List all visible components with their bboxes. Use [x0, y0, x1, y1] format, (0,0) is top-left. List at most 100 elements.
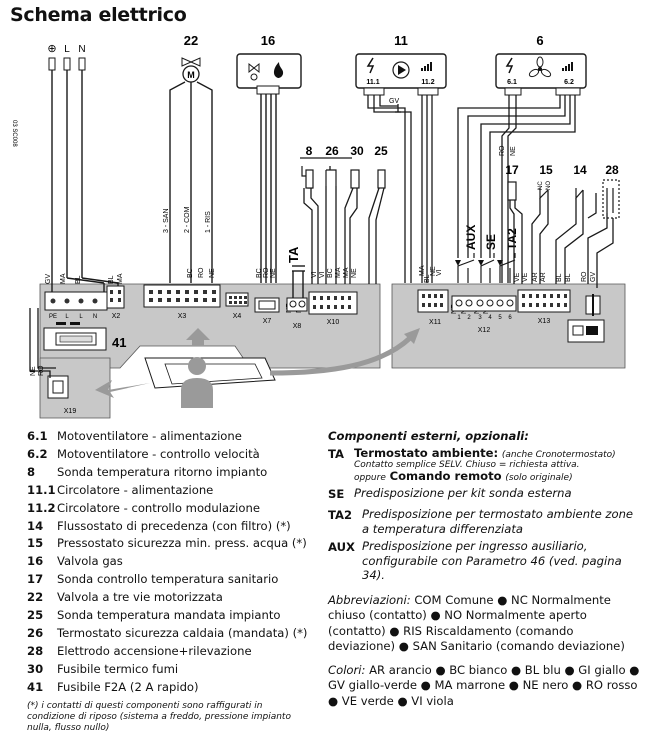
- legend-label: Sonda temperatura ritorno impianto: [57, 464, 268, 479]
- label-x11: X11: [429, 319, 441, 326]
- pump-gv-label: GV: [389, 98, 399, 105]
- x13-bl2: BL: [565, 273, 572, 282]
- sensor-25-number: 25: [374, 144, 388, 158]
- x12-t4: 4: [488, 315, 492, 321]
- external-item: TA2 Predisposizione per termostato ambien…: [328, 507, 640, 536]
- legend-label: Sonda temperatura mandata impianto: [57, 608, 281, 623]
- sensor-17-number: 17: [505, 163, 519, 177]
- fan-speed-label: 6.2: [564, 79, 574, 86]
- abbr-text: COM Comune ● NC Normalmente chiuso (cont…: [328, 592, 625, 654]
- legend-code: 17: [27, 572, 44, 587]
- legend-label: Valvola gas: [57, 554, 123, 569]
- connector-x13: [517, 289, 571, 313]
- x13-bl1: BL: [556, 273, 563, 282]
- x1-l1: L: [65, 314, 69, 320]
- legend-code: 15: [27, 536, 44, 551]
- x12-t2: 2: [467, 315, 471, 321]
- label-x7: X7: [263, 318, 272, 325]
- pe-symbol: ⊕: [47, 43, 56, 55]
- legend-code: 41: [27, 679, 44, 694]
- ta-note3: oppure: [354, 473, 386, 484]
- x13-ve2: VE: [522, 272, 529, 282]
- legend-label: Motoventilatore - alimentazione: [57, 429, 242, 443]
- x10-ma1: MA: [335, 267, 342, 278]
- legend-label: Flussostato di precedenza (con filtro) (…: [57, 518, 291, 533]
- external-title: Componenti esterni, opzionali:: [328, 429, 529, 443]
- legend-code: 14: [27, 518, 44, 533]
- aux-label: AUX: [464, 225, 478, 250]
- ta-note1: (anche Cronotermostato): [501, 449, 616, 460]
- sensor-28-number: 28: [605, 163, 619, 177]
- legend-item: 25 Sonda temperatura mandata impianto: [27, 607, 327, 625]
- x7-ro: RO: [263, 267, 270, 278]
- valve-22-number: 22: [184, 33, 198, 48]
- x12-t6: 6: [508, 315, 512, 321]
- legend-label: Circolatore - controllo modulazione: [57, 500, 260, 515]
- colors-text: AR arancio ● BC bianco ● BL blu ● GI gia…: [328, 662, 640, 708]
- page-title: Schema elettrico: [10, 4, 187, 26]
- legend-item: 17 Sonda controllo temperatura sanitario: [27, 571, 327, 589]
- x3-ro: RO: [198, 267, 205, 278]
- x3-bc: BC: [187, 268, 194, 278]
- label-x10: X10: [327, 319, 340, 326]
- x15-nc: NC: [538, 181, 544, 190]
- ta-remote: Comando remoto: [389, 469, 502, 484]
- board-x19: [39, 357, 111, 419]
- label-x3: X3: [178, 313, 187, 320]
- x11-vi: VI: [436, 269, 443, 276]
- ta-title: Termostato ambiente:: [354, 445, 499, 460]
- external-desc: Predisposizione per termostato ambiente …: [362, 507, 634, 536]
- line-n: N: [78, 44, 85, 55]
- legend-label: Valvola a tre vie motorizzata: [57, 590, 223, 605]
- x1-l2: L: [79, 314, 83, 320]
- pump-11-number: 11: [394, 33, 408, 48]
- wiring-diagram: 03 SC008 ⊕ L N GV MA BL PE L L N X2 BL M…: [11, 33, 626, 419]
- legend-code: 11.1: [27, 482, 56, 497]
- x13-gv: GV: [590, 272, 597, 282]
- external-desc: Predisposizione per ingresso ausiliario,…: [362, 539, 622, 583]
- fan-wire-ro: RO: [499, 145, 506, 156]
- doc-code: 03 SC008: [11, 120, 17, 147]
- wire-ma: MA: [60, 273, 67, 284]
- x10-vi1: VI: [311, 271, 318, 278]
- x11-bl: BL: [424, 274, 431, 283]
- x12-t5: 5: [498, 315, 502, 321]
- sensor-30-number: 30: [350, 144, 364, 158]
- x11-ma: MA: [419, 265, 426, 276]
- external-code: TA2: [328, 508, 353, 523]
- sensor-26-number: 26: [325, 144, 339, 158]
- connector-x11: [417, 289, 449, 313]
- legend-code: 28: [27, 643, 44, 658]
- x13-ar1: AR: [532, 272, 539, 282]
- wire-bl: BL: [75, 275, 82, 284]
- x13-ar2: AR: [540, 272, 547, 282]
- x1-n: N: [93, 314, 97, 320]
- fuse-41-label: 41: [112, 335, 126, 350]
- footnote: (*) i contatti di questi componenti sono…: [27, 701, 291, 733]
- legend-code: 6.1: [27, 429, 48, 443]
- legend-label: Sonda controllo temperatura sanitario: [57, 572, 279, 587]
- legend-code: 25: [27, 608, 44, 623]
- external-code: AUX: [328, 540, 355, 555]
- label-x13: X13: [538, 318, 551, 325]
- label-x2: X2: [112, 313, 121, 320]
- x19-ne: NE: [30, 366, 37, 376]
- label-x19: X19: [64, 408, 77, 415]
- sensor-14-number: 14: [573, 163, 587, 177]
- sensor-15-number: 15: [539, 163, 553, 177]
- fan-6-number: 6: [536, 33, 543, 48]
- x12-t3: 3: [478, 315, 482, 321]
- x10-bc: BC: [327, 268, 334, 278]
- x11-ne: NE: [430, 266, 437, 276]
- sensor-8-number: 8: [306, 144, 313, 158]
- legend-code: 8: [27, 464, 36, 479]
- x7-bc: BC: [256, 268, 263, 278]
- gas-valve-16-number: 16: [261, 33, 275, 48]
- label-x8: X8: [293, 323, 302, 330]
